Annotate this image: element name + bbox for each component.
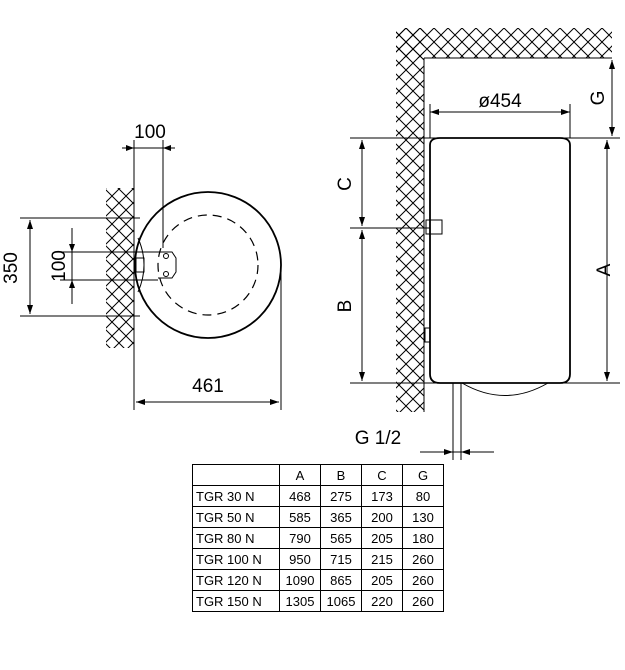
table-cell-model: TGR 120 N xyxy=(192,569,280,591)
table-row: TGR 120 N 1090 865 205 260 xyxy=(192,569,444,591)
table-row: TGR 50 N 585 365 200 130 xyxy=(192,506,444,528)
table-row: TGR 100 N 950 715 215 260 xyxy=(192,548,444,570)
table-header-cell: G xyxy=(402,464,444,486)
table-cell: 468 xyxy=(279,485,321,507)
table-cell: 365 xyxy=(320,506,362,528)
table-cell: 215 xyxy=(361,548,403,570)
technical-drawing: 100 461 350 100 xyxy=(1,28,620,460)
dim-pipe: G 1/2 xyxy=(355,428,401,449)
tank-body xyxy=(429,137,571,384)
table-cell: 205 xyxy=(361,569,403,591)
table-cell: 585 xyxy=(279,506,321,528)
table-header-cell: A xyxy=(279,464,321,486)
table-cell: 220 xyxy=(361,590,403,612)
dim-G: G xyxy=(588,91,609,106)
table-cell-model: TGR 30 N xyxy=(192,485,280,507)
table-cell-model: TGR 100 N xyxy=(192,548,280,570)
dim-left-inner: 100 xyxy=(49,250,70,282)
table-cell: 180 xyxy=(402,527,444,549)
table-cell: 1305 xyxy=(279,590,321,612)
dim-left-outer: 350 xyxy=(1,252,22,284)
dim-tank-diameter: ø454 xyxy=(478,91,522,112)
table-cell: 260 xyxy=(402,548,444,570)
wall-hatch-side-view xyxy=(396,28,424,412)
table-cell: 80 xyxy=(402,485,444,507)
table-cell: 1065 xyxy=(320,590,362,612)
table-cell: 565 xyxy=(320,527,362,549)
table-row: TGR 80 N 790 565 205 180 xyxy=(192,527,444,549)
table-header-cell: B xyxy=(320,464,362,486)
tank-outer-circle xyxy=(134,191,282,339)
table-cell: 205 xyxy=(361,527,403,549)
table-cell: 173 xyxy=(361,485,403,507)
dim-B: B xyxy=(335,300,356,313)
table-cell: 950 xyxy=(279,548,321,570)
table-cell: 865 xyxy=(320,569,362,591)
table-cell: 1090 xyxy=(279,569,321,591)
dim-depth: 461 xyxy=(192,376,224,397)
table-cell-model: TGR 80 N xyxy=(192,527,280,549)
side-view: ø454 C B A G G 1/2 xyxy=(335,28,620,460)
table-cell: 275 xyxy=(320,485,362,507)
tank-inner-dashed-circle xyxy=(157,214,259,316)
table-row: TGR 150 N 1305 1065 220 260 xyxy=(192,590,444,612)
top-view: 100 461 350 100 xyxy=(1,122,282,410)
table-cell: 130 xyxy=(402,506,444,528)
table-cell: 260 xyxy=(402,569,444,591)
dim-C: C xyxy=(335,177,356,191)
table-header-cell: C xyxy=(361,464,403,486)
table-header-row: A B C G xyxy=(192,464,444,486)
table-cell: 715 xyxy=(320,548,362,570)
table-cell: 200 xyxy=(361,506,403,528)
table-cell-model: TGR 50 N xyxy=(192,506,280,528)
dimension-table: A B C G TGR 30 N 468 275 173 80 TGR 50 N… xyxy=(192,464,444,612)
dim-A: A xyxy=(594,263,615,276)
table-header-cell xyxy=(192,464,280,486)
wall-hatch-top-view xyxy=(106,188,134,348)
table-cell-model: TGR 150 N xyxy=(192,590,280,612)
table-cell: 260 xyxy=(402,590,444,612)
dim-top-width: 100 xyxy=(134,122,166,143)
table-cell: 790 xyxy=(279,527,321,549)
ceiling-hatch xyxy=(396,28,612,58)
table-row: TGR 30 N 468 275 173 80 xyxy=(192,485,444,507)
